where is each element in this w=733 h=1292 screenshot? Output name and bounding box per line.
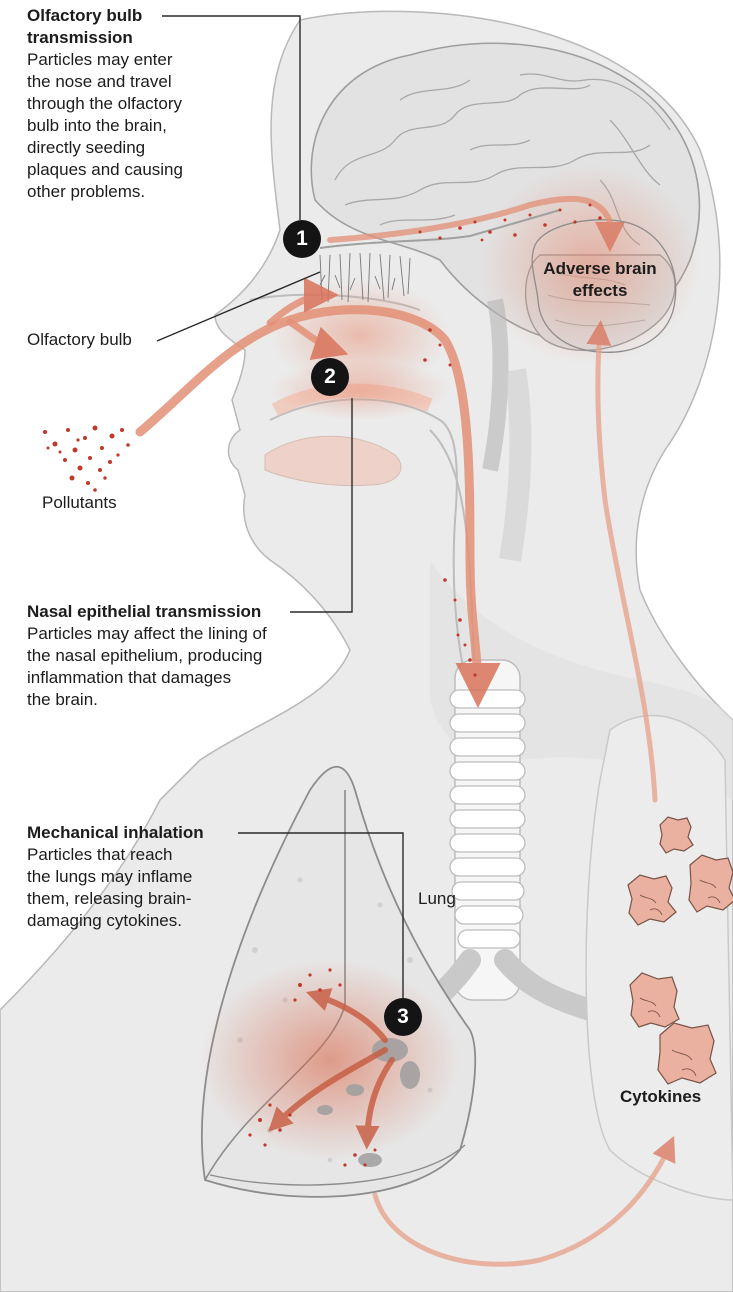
label-adverse-line2: effects (540, 280, 660, 302)
label-olfactory-bulb: Olfactory bulb (27, 330, 132, 350)
callout-mechanical-inhalation: Mechanical inhalation Particles that rea… (27, 822, 247, 932)
nasal-epithelium-glow (270, 360, 450, 420)
label-cytokines: Cytokines (620, 1087, 701, 1107)
callout-nasal-epithelial: Nasal epithelial transmission Particles … (27, 601, 327, 711)
pollutant-particles (43, 426, 130, 492)
callout-1-body: Particles may enter the nose and travel … (27, 49, 217, 203)
label-pollutants: Pollutants (42, 493, 117, 513)
marker-1: 1 (283, 220, 321, 258)
callout-1-title-line2: transmission (27, 27, 217, 49)
callout-3-title: Mechanical inhalation (27, 822, 247, 844)
callout-3-body: Particles that reach the lungs may infla… (27, 844, 247, 932)
label-adverse-line1: Adverse brain (540, 258, 660, 280)
callout-2-body: Particles may affect the lining of the n… (27, 623, 327, 711)
label-lung: Lung (418, 889, 456, 909)
callout-2-title: Nasal epithelial transmission (27, 601, 327, 623)
marker-3: 3 (384, 998, 422, 1036)
marker-2: 2 (311, 358, 349, 396)
callout-1-title-line1: Olfactory bulb (27, 5, 217, 27)
label-adverse-brain-effects: Adverse brain effects (540, 258, 660, 302)
right-lung-outline (586, 716, 733, 1200)
callout-olfactory-transmission: Olfactory bulb transmission Particles ma… (27, 5, 217, 203)
